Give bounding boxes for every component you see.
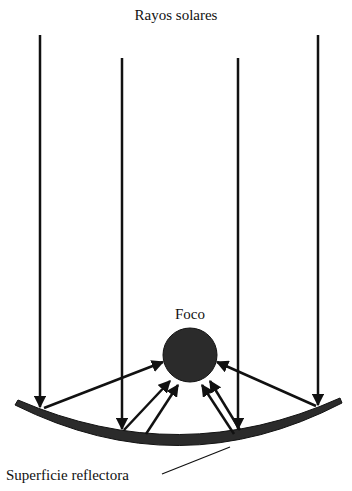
sun-rays — [40, 35, 318, 429]
surface-label: Superficie reflectora — [6, 466, 129, 484]
rays-label: Rayos solares — [135, 6, 218, 24]
reflective-surface — [15, 398, 342, 446]
focus-point — [163, 328, 217, 382]
focus-label: Foco — [155, 305, 225, 323]
leader-line — [162, 447, 230, 474]
focus-node: Foco — [155, 305, 225, 387]
